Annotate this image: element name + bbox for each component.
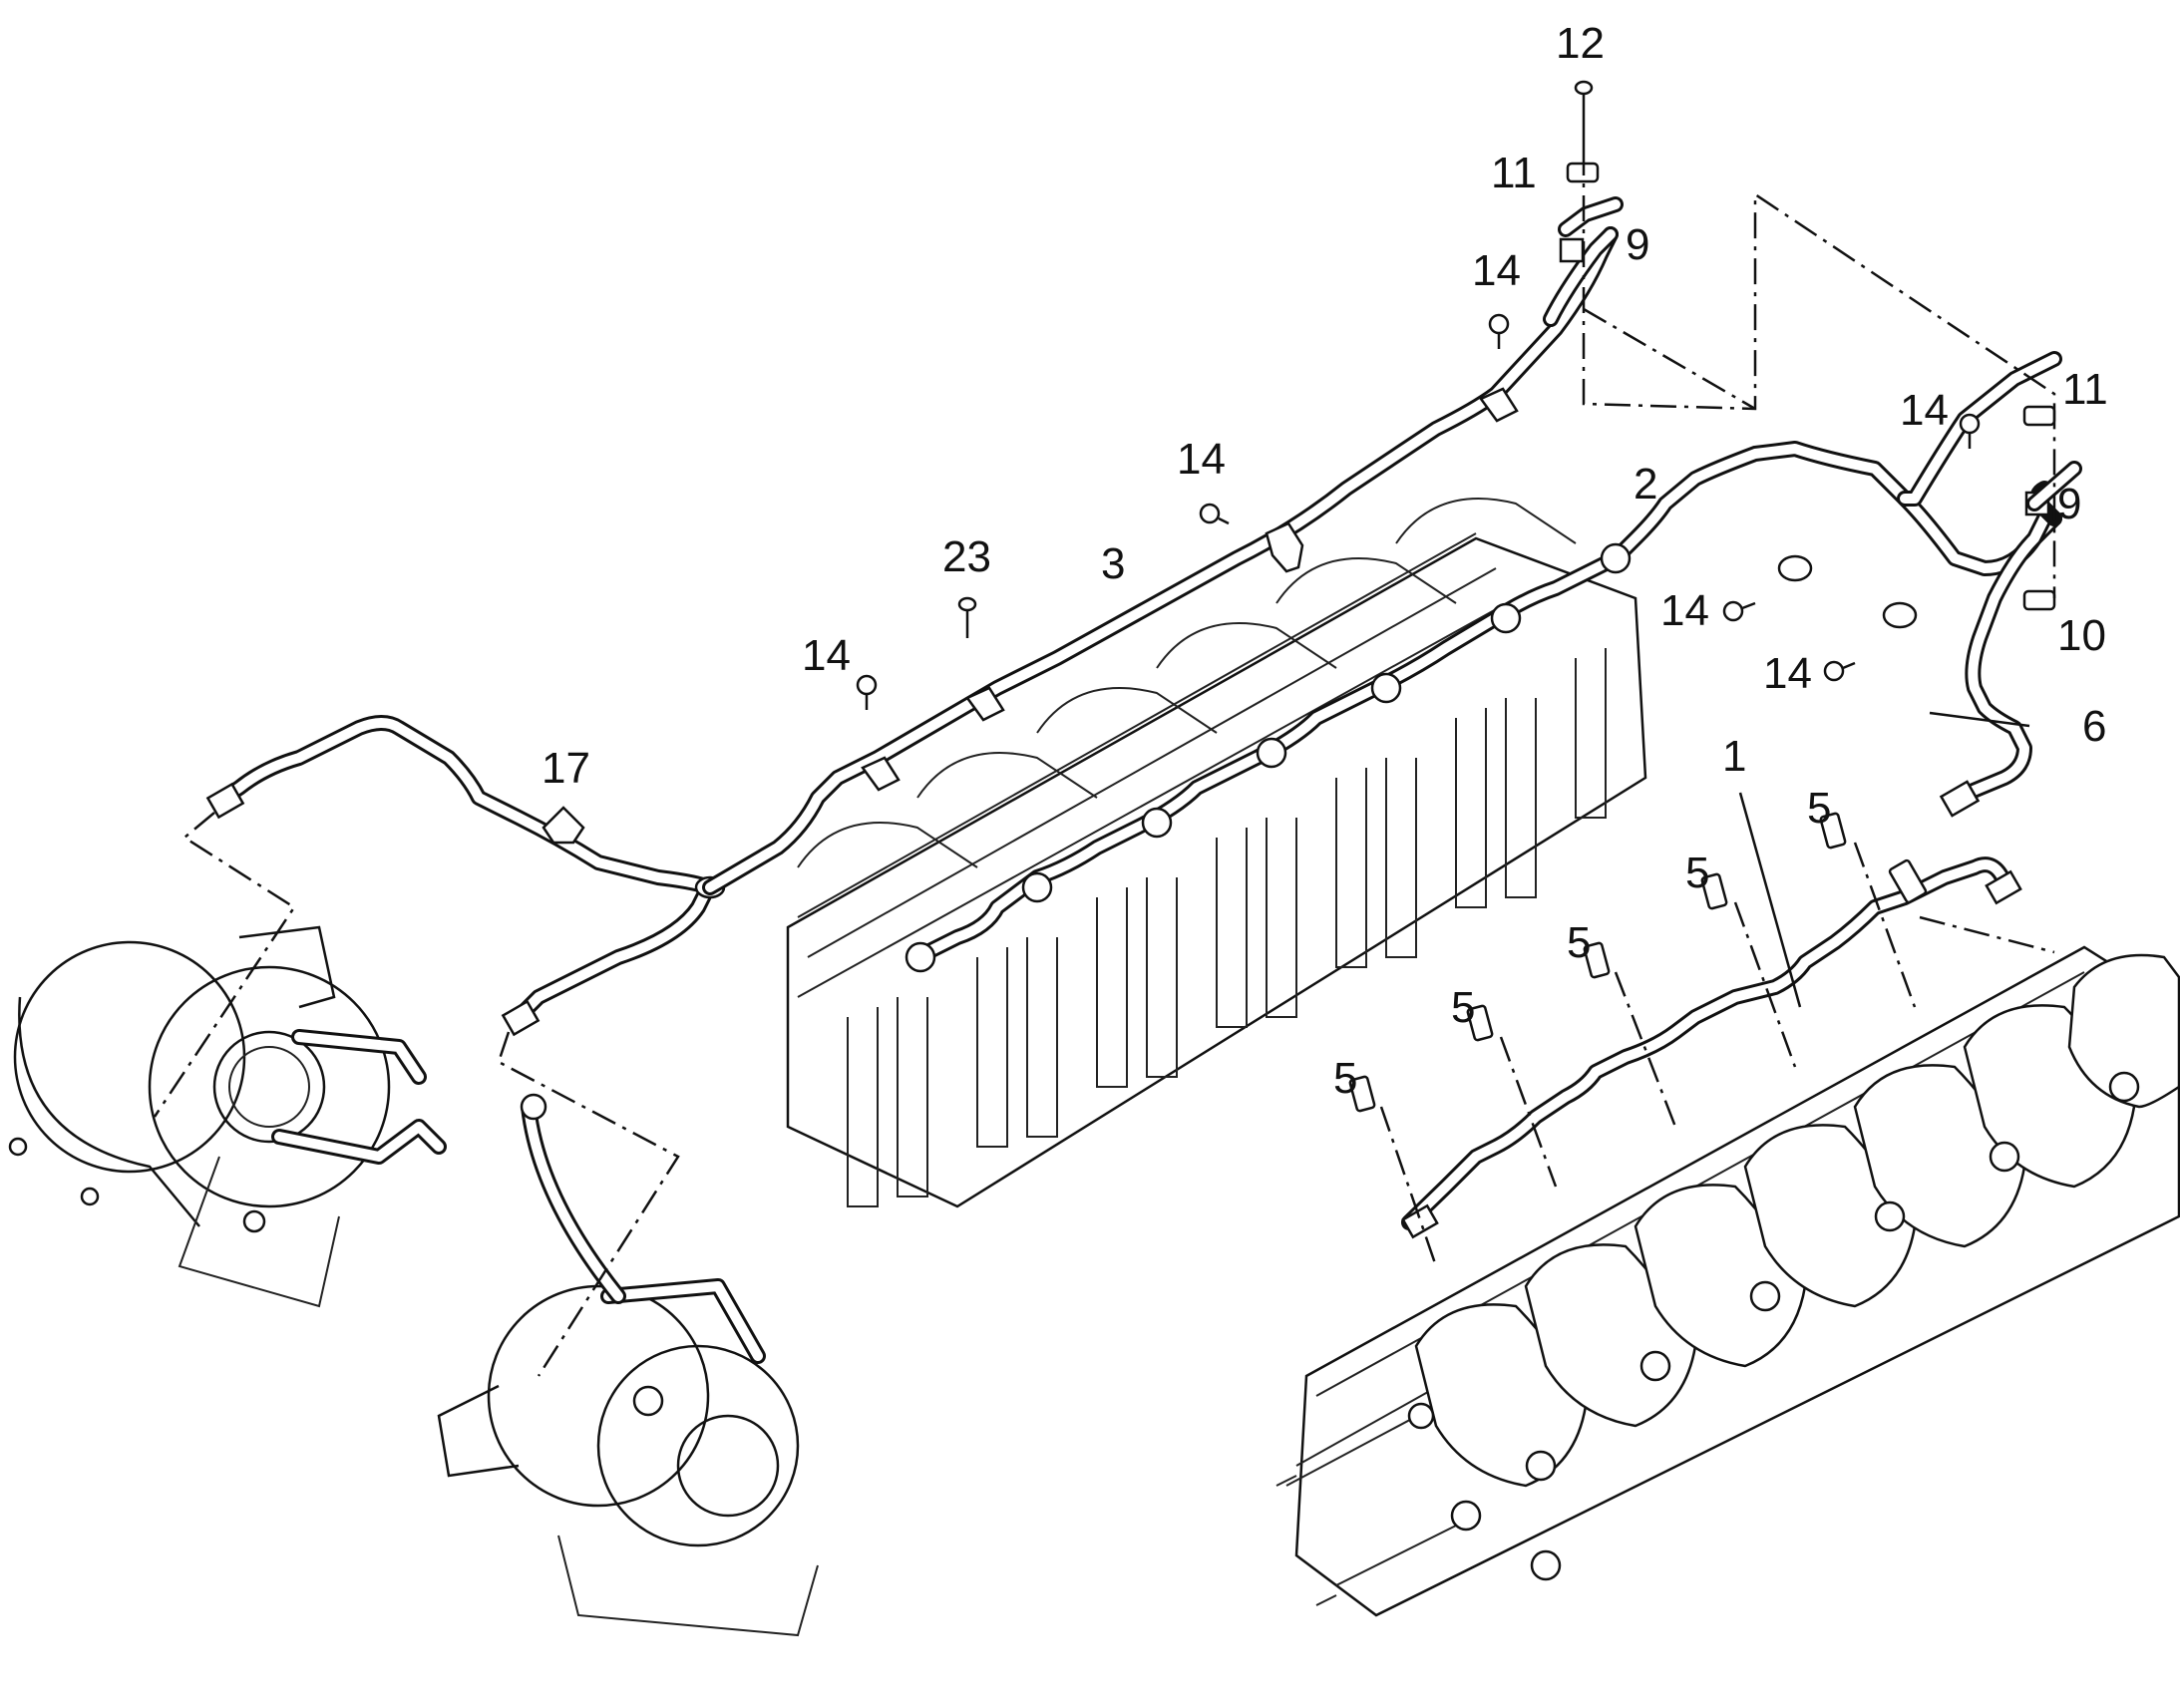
turbocharger-left: [8, 925, 447, 1308]
bracket-3c: [861, 756, 901, 792]
bracket-3a: [1265, 521, 1304, 573]
callout-17: 17: [542, 744, 590, 793]
bracket-3d: [965, 686, 1005, 722]
pipe-2-fittings: [905, 542, 1632, 973]
callout-23: 23: [942, 532, 991, 581]
callout-14-right-top: 14: [1900, 386, 1949, 435]
turbocharger-lower: [437, 1093, 819, 1637]
alignment-lines: [153, 150, 2056, 1377]
pipe-3: [702, 226, 1619, 895]
pipe-17: [205, 715, 726, 1037]
head-covers-lower: [1414, 953, 2180, 1488]
pipe-9-upper: [1543, 196, 1624, 327]
callout-14-right-mid: 14: [1660, 586, 1709, 635]
screw-14b-icon: [1199, 503, 1230, 525]
callout-2: 2: [1634, 460, 1657, 509]
callout-labels: 12 11 9 14 14 2 3 23 14 17 11 14 9 14 10…: [542, 19, 2108, 1103]
injector-bosses-lower: [1407, 1071, 2140, 1581]
callout-5-5: 5: [1333, 1054, 1357, 1103]
clamp-11-right-icon: [2022, 405, 2056, 427]
callout-1: 1: [1722, 732, 1746, 781]
callout-14-upper: 14: [1472, 246, 1521, 295]
bolt-12-icon: [1574, 80, 1594, 150]
screw-14e-icon: [1722, 600, 1756, 622]
callout-11-upper: 11: [1491, 149, 1537, 197]
callout-11-right: 11: [2062, 365, 2108, 414]
pipe-6: [1939, 511, 2052, 818]
clamp-10-icon: [2022, 589, 2056, 611]
injector-5-icons: [1348, 812, 1928, 1113]
fastener-parts: [856, 80, 2056, 1113]
injector-sleeves-upper: [847, 648, 1607, 1207]
cylinder-head-bank-upper: [786, 498, 1647, 1208]
callout-5-2: 5: [1685, 849, 1709, 897]
callout-14-mid: 14: [1177, 435, 1226, 484]
bracket-2a: [1777, 554, 1813, 582]
screw-14d-icon: [1959, 413, 1981, 449]
screw-14a-icon: [1488, 313, 1510, 349]
callout-10: 10: [2057, 611, 2106, 660]
callout-6: 6: [2082, 702, 2106, 751]
callout-14-left: 14: [802, 631, 851, 680]
callout-14-right-low: 14: [1763, 649, 1812, 698]
head-covers-upper: [797, 498, 1577, 868]
bolt-23-icon: [957, 596, 977, 638]
bracket-3b: [1479, 387, 1519, 423]
callout-5-4: 5: [1451, 983, 1475, 1032]
bracket-2b: [1882, 601, 1918, 629]
screw-14f-icon: [1823, 660, 1856, 682]
callout-5-1: 5: [1807, 784, 1831, 833]
callout-9-right: 9: [2057, 480, 2081, 528]
callout-5-3: 5: [1567, 918, 1591, 967]
cylinder-head-bank-lower: [1275, 945, 2180, 1617]
leader-lines: [1738, 711, 2030, 1008]
callout-12: 12: [1556, 19, 1605, 68]
callout-9-upper: 9: [1626, 220, 1649, 269]
bracket-17: [542, 806, 585, 845]
screw-14c-icon: [856, 674, 878, 710]
callout-3: 3: [1101, 539, 1125, 588]
